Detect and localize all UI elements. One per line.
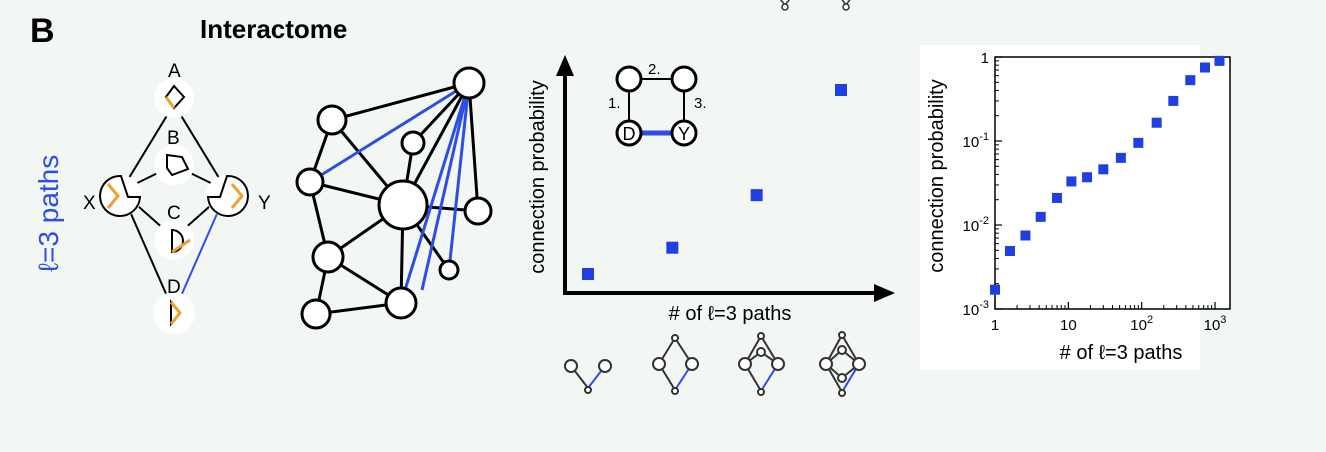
data-point bbox=[1214, 55, 1225, 66]
motif-icon-2 bbox=[652, 334, 699, 395]
network-node bbox=[438, 259, 460, 281]
motif-node-d bbox=[153, 292, 195, 334]
schematic-point bbox=[835, 84, 847, 96]
motif-label-b: B bbox=[167, 128, 180, 149]
motif-icon-1 bbox=[564, 359, 612, 394]
network-node bbox=[400, 130, 426, 156]
x-tick-label: 10 bbox=[1060, 317, 1077, 334]
data-point bbox=[1004, 246, 1015, 257]
schematic-point bbox=[582, 268, 594, 280]
inset-node-y bbox=[670, 119, 698, 147]
schematic-y-arrow bbox=[556, 55, 574, 76]
inset-step-1: 1. bbox=[608, 95, 621, 112]
network-node bbox=[300, 298, 332, 330]
schematic-point bbox=[666, 241, 679, 254]
network-node bbox=[295, 167, 325, 197]
side-label: ℓ=3 paths bbox=[33, 155, 64, 272]
motif-label-c: C bbox=[167, 203, 181, 224]
data-point bbox=[1051, 192, 1062, 203]
data-point bbox=[1133, 137, 1144, 148]
motif-progression-icons bbox=[564, 331, 866, 397]
x-tick-label: 102 bbox=[1130, 314, 1153, 334]
data-point bbox=[1115, 152, 1126, 163]
inset-step-3: 3. bbox=[694, 95, 707, 112]
inset-step-2: 2. bbox=[648, 61, 661, 78]
y-tick-label: 1 bbox=[981, 50, 989, 67]
motif-label-y: Y bbox=[258, 193, 271, 214]
motif-icon-3 bbox=[738, 332, 785, 396]
motif-node-b bbox=[154, 145, 194, 185]
schematic-x-label: # of ℓ=3 paths bbox=[669, 303, 792, 325]
network-node bbox=[316, 104, 348, 136]
y-tick-label: 10-2 bbox=[963, 215, 989, 235]
motif-node-a bbox=[154, 78, 194, 118]
network-node bbox=[463, 196, 493, 226]
motif-label-d: D bbox=[167, 277, 181, 298]
panel-label: B bbox=[30, 12, 55, 50]
schematic-plot: connection probability # of ℓ=3 paths D … bbox=[527, 55, 895, 325]
motif-icon-4 bbox=[819, 331, 866, 397]
motif-node-x bbox=[99, 174, 142, 217]
y-tick-label: 10-1 bbox=[963, 131, 989, 151]
data-point bbox=[1168, 95, 1179, 106]
x-tick-label: 1 bbox=[991, 317, 999, 334]
schematic-point bbox=[750, 189, 763, 202]
data-point bbox=[1082, 172, 1093, 183]
clipped-motif-top bbox=[779, 0, 851, 11]
data-point bbox=[1200, 62, 1211, 73]
inset-node-d bbox=[615, 119, 643, 147]
network-hub-node bbox=[377, 179, 429, 231]
y-tick-label: 10-3 bbox=[963, 299, 989, 319]
loglog-chart: 1 10 102 103 10-3 10-2 10-1 1 connection probab… bbox=[920, 45, 1231, 370]
chart-y-label: connection probability bbox=[926, 79, 948, 272]
inset-label-d: D bbox=[623, 124, 636, 144]
data-point bbox=[1185, 75, 1196, 86]
motif-diagram: A B C D X Y bbox=[83, 61, 271, 334]
motif-node-y bbox=[206, 174, 249, 217]
data-point bbox=[1066, 176, 1077, 187]
schematic-x-arrow bbox=[874, 284, 895, 302]
network-node bbox=[311, 240, 345, 274]
x-tick-label: 103 bbox=[1204, 314, 1227, 334]
plot-frame bbox=[994, 56, 1231, 310]
data-point bbox=[1151, 117, 1162, 128]
network-node bbox=[384, 286, 418, 320]
interactome-network bbox=[295, 66, 493, 330]
chart-x-label: # of ℓ=3 paths bbox=[1060, 342, 1183, 364]
data-point bbox=[990, 284, 1000, 295]
data-point bbox=[1098, 164, 1109, 175]
motif-label-x: X bbox=[83, 193, 96, 214]
inset-label-y: Y bbox=[678, 124, 690, 144]
motif-node-c bbox=[154, 220, 194, 260]
panel-title: Interactome bbox=[200, 14, 347, 44]
data-point bbox=[1035, 211, 1046, 222]
motif-label-a: A bbox=[168, 61, 181, 82]
schematic-y-label: connection probability bbox=[527, 80, 549, 273]
inset-path-diagram: D Y 1. 2. 3. bbox=[608, 61, 707, 147]
network-node bbox=[452, 66, 486, 100]
data-point bbox=[1020, 230, 1031, 241]
